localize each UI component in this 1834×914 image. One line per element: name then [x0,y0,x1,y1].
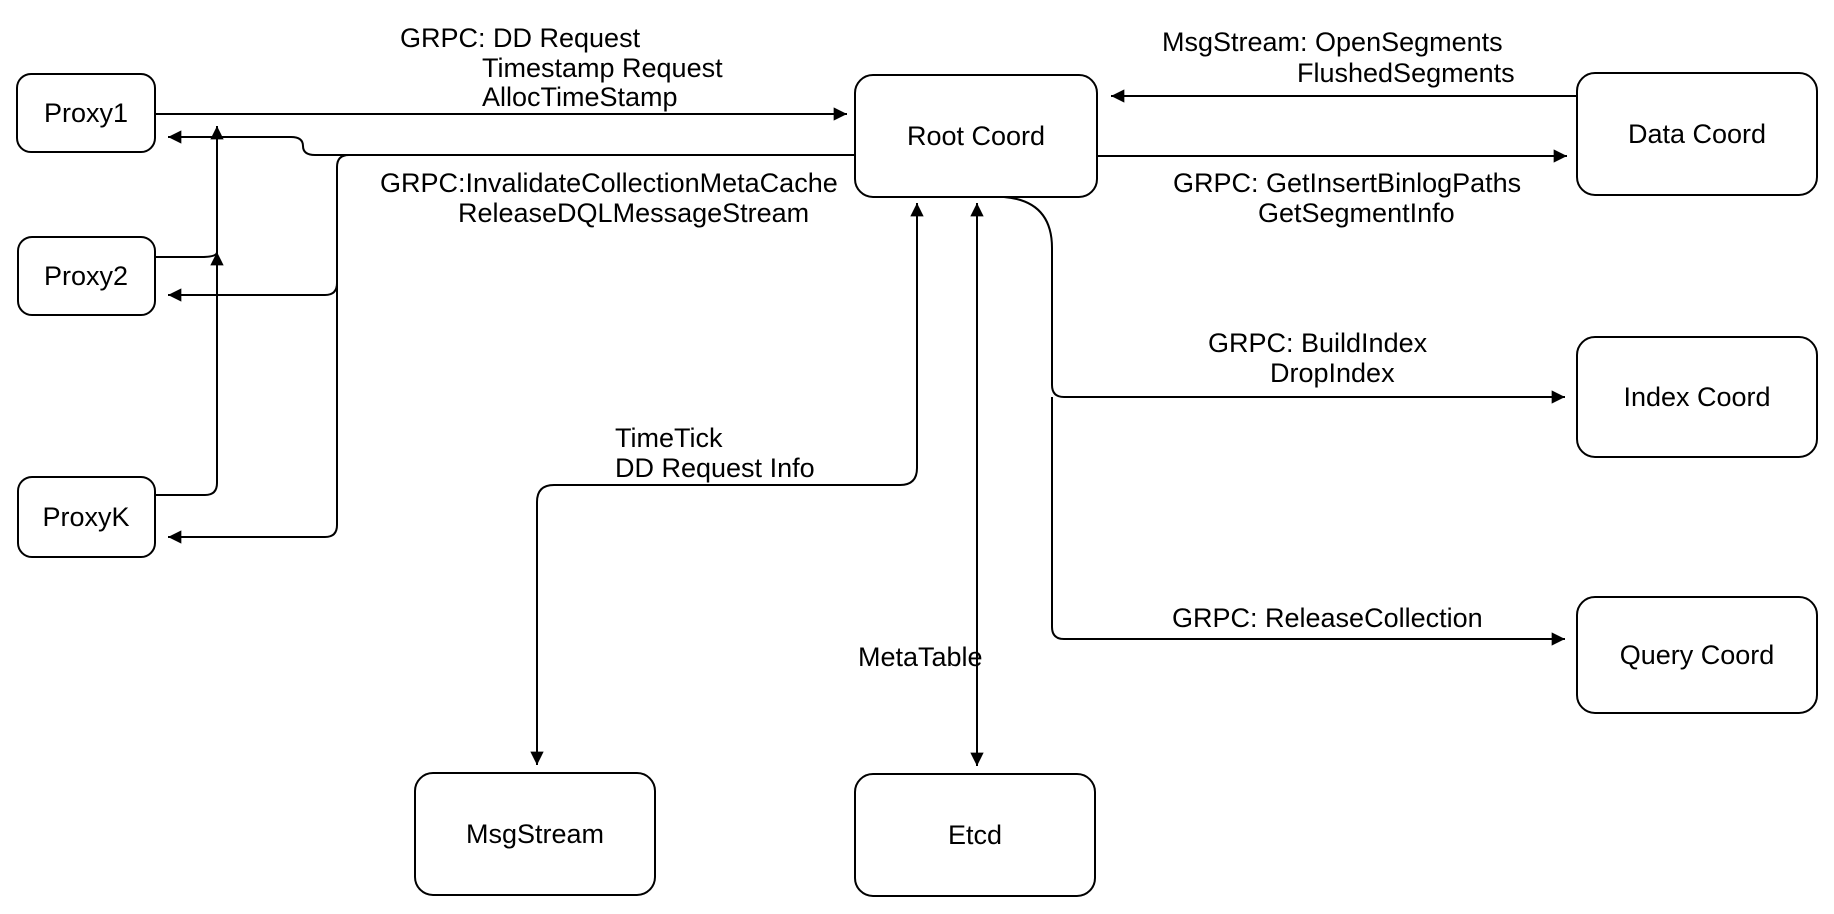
edge-label-root-to-data: GRPC: GetInsertBinlogPaths GetSegmentInf… [1173,168,1521,228]
node-query-coord-box [1576,596,1818,714]
edge-proxy2-merge-up-bus [155,251,224,266]
node-index-coord: Index Coord [1576,336,1818,458]
edge-label-grpc-buildindex: GRPC: BuildIndex [1208,328,1428,358]
node-query-coord-label: Query Coord [1620,640,1775,670]
edge-label-grpc-dd-request: GRPC: DD Request [400,23,641,53]
node-etcd-label: Etcd [948,820,1002,850]
node-etcd-box [854,773,1096,897]
edge-label-dropindex: DropIndex [1270,358,1395,388]
node-root-coord-box [854,74,1098,198]
node-data-coord-label: Data Coord [1628,119,1766,149]
edge-label-timetick: TimeTick [615,423,723,453]
node-proxy1-box [16,73,156,153]
node-data-coord-box [1576,72,1818,196]
edge-root-coord-to-index-coord [1003,196,1565,404]
node-data-coord: Data Coord [1576,72,1818,196]
edge-root-coord-msgstream [530,203,924,765]
node-msgstream-label: MsgStream [466,819,604,849]
node-msgstream: MsgStream [414,772,656,896]
edge-label-alloctimestamp: AllocTimeStamp [482,82,678,112]
edge-label-root-to-etcd: MetaTable [858,642,983,672]
node-proxy2-box [17,236,156,316]
edge-label-root-to-query: GRPC: ReleaseCollection [1172,603,1483,633]
edge-label-flushedsegments: FlushedSegments [1297,58,1515,88]
node-proxy2-label: Proxy2 [44,261,128,291]
edge-label-releasedqlmessagestream: ReleaseDQLMessageStream [458,198,809,228]
edge-root-coord-to-proxy2 [168,154,855,302]
edge-label-proxies-to-root: GRPC: DD Request Timestamp Request Alloc… [400,23,723,112]
node-proxyk-label: ProxyK [42,502,129,532]
node-etcd: Etcd [854,773,1096,897]
edge-label-getsegmentinfo: GetSegmentInfo [1258,198,1455,228]
node-proxyk: ProxyK [17,476,156,558]
node-proxy2: Proxy2 [17,236,156,316]
node-proxyk-box [17,476,156,558]
edge-label-releasecollection: GRPC: ReleaseCollection [1172,603,1483,633]
edge-label-data-to-root: MsgStream: OpenSegments FlushedSegments [1162,27,1515,88]
node-proxy1-label: Proxy1 [44,98,128,128]
edge-label-invalidatecollectionmetacache: GRPC:InvalidateCollectionMetaCache [380,168,838,198]
edge-label-metatable: MetaTable [858,642,983,672]
edge-proxyk-merge-up-bus [155,125,224,496]
edge-root-coord-to-proxyk [168,283,338,544]
edge-root-coord-to-proxy1 [168,130,855,156]
edge-label-root-to-msgstream: TimeTick DD Request Info [615,423,815,483]
node-root-coord-label: Root Coord [907,121,1045,151]
edge-root-coord-to-query-coord [1051,397,1565,646]
edge-label-dd-request-info: DD Request Info [615,453,815,483]
edge-label-getinsertbinlogpaths: GRPC: GetInsertBinlogPaths [1173,168,1521,198]
node-query-coord: Query Coord [1576,596,1818,714]
edge-label-root-to-proxies: GRPC:InvalidateCollectionMetaCache Relea… [380,168,838,228]
edge-label-timestamp-request: Timestamp Request [482,53,723,83]
node-index-coord-label: Index Coord [1623,382,1770,412]
node-root-coord: Root Coord [854,74,1098,198]
node-msgstream-box [414,772,656,896]
edge-label-root-to-index: GRPC: BuildIndex DropIndex [1208,328,1428,388]
node-index-coord-box [1576,336,1818,458]
edge-label-msgstream-opensegments: MsgStream: OpenSegments [1162,27,1503,57]
node-proxy1: Proxy1 [16,73,156,153]
